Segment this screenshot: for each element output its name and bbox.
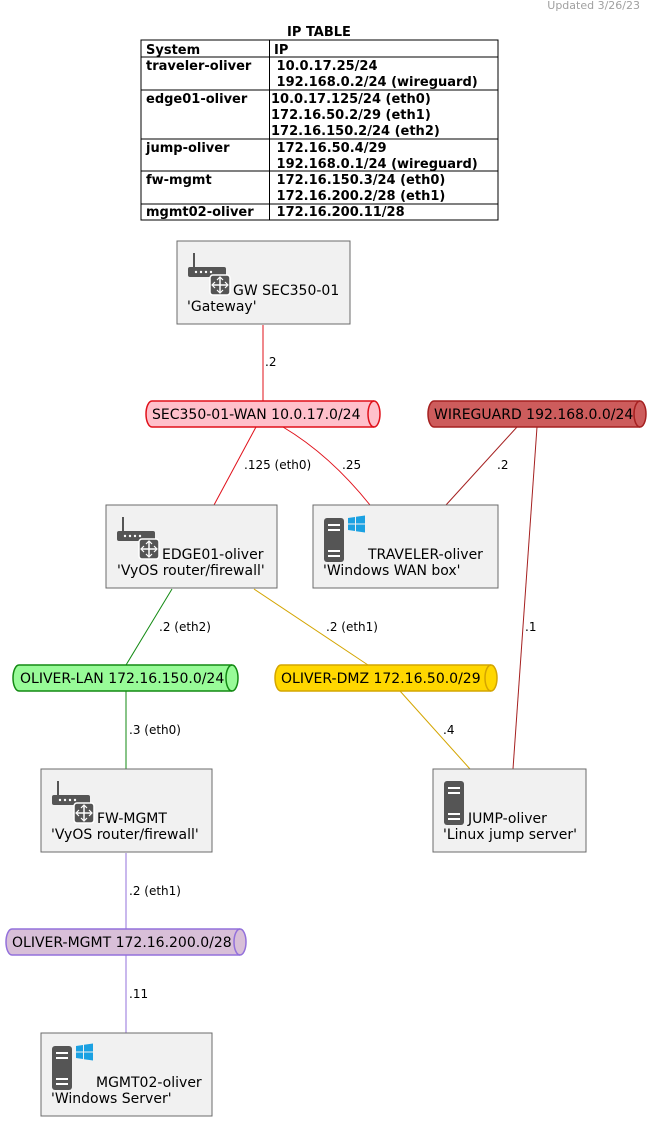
node-name: GW SEC350-01 [233,283,339,299]
edge-jump-dmz [399,690,471,770]
ip-table-cell: jump-oliver [145,141,230,156]
network-label: WIREGUARD 192.168.0.0/24 [434,407,633,423]
ip-table-title: IP TABLE [287,25,351,40]
edge-label: .1 [525,620,536,634]
edge-label: .125 (eth0) [244,458,311,472]
edge-label: .2 (eth2) [159,620,211,634]
ip-table-cell: 172.16.200.11/28 [272,205,405,220]
updated-date: Updated 3/26/23 [547,0,640,12]
network-wireguard: WIREGUARD 192.168.0.0/24 [427,400,647,428]
edge-label: .11 [129,987,148,1001]
node-name: JUMP-oliver [467,811,547,827]
ip-table-cell: 172.16.200.2/28 (eth1) [272,189,445,204]
node-desc: 'Gateway' [187,299,257,315]
network-label: SEC350-01-WAN 10.0.17.0/24 [152,407,361,423]
node-traveler[interactable]: TRAVELER-oliver 'Windows WAN box' [312,504,499,589]
ip-table-cell: edge01-oliver [146,92,248,107]
ip-table-cell: 172.16.150.2/24 (eth2) [271,124,440,139]
network-label: OLIVER-LAN 172.16.150.0/24 [20,671,224,687]
ip-table-cell: 192.168.0.1/24 (wireguard) [272,157,478,172]
node-name: TRAVELER-oliver [367,547,483,563]
ip-table-cell: 10.0.17.25/24 [272,59,378,74]
ip-table-cell: fw-mgmt [146,173,212,188]
node-desc: 'VyOS router/firewall' [117,563,265,579]
ip-table-cell: 192.168.0.2/24 (wireguard) [272,75,478,90]
server-icon [52,1046,72,1090]
network-label: OLIVER-DMZ 172.16.50.0/29 [281,671,481,687]
ip-table-cell: 172.16.150.3/24 (eth0) [272,173,445,188]
edge-edge01-dmz [253,588,369,666]
edge-traveler-wg [445,426,518,506]
edge-edge01-wan [213,426,257,506]
node-name: EDGE01-oliver [162,547,264,563]
edge-jump-wg [512,426,538,770]
ip-table-cell: traveler-oliver [146,59,252,74]
ip-table-cell: 10.0.17.125/24 (eth0) [271,92,431,107]
node-name: MGMT02-oliver [96,1075,202,1091]
ip-table-cell: 172.16.50.4/29 [272,141,387,156]
network-wan: SEC350-01-WAN 10.0.17.0/24 [145,400,381,428]
ip-table: IP TABLE System IP traveler-oliver 10.0.… [140,25,499,221]
network-label: OLIVER-MGMT 172.16.200.0/28 [12,935,232,951]
edge-labels: .2 .125 (eth0) .25 .2 .2 (eth2) .2 (eth1… [129,355,536,1001]
node-desc: 'Windows WAN box' [323,563,461,579]
edge-traveler-wan [282,426,371,506]
ip-table-cell: 172.16.50.2/29 (eth1) [271,108,431,123]
ip-table-header-system: System [146,43,200,58]
server-icon [444,781,464,825]
edge-label: .3 (eth0) [129,723,181,737]
node-gateway[interactable]: GW SEC350-01 'Gateway' [176,240,351,325]
node-mgmt02[interactable]: MGMT02-oliver 'Windows Server' [40,1032,213,1117]
node-desc: 'Windows Server' [51,1091,172,1107]
edge-label: .4 [443,723,454,737]
server-icon [324,518,344,562]
network-mgmt: OLIVER-MGMT 172.16.200.0/28 [5,928,247,956]
ip-table-cell: mgmt02-oliver [146,205,254,220]
network-dmz: OLIVER-DMZ 172.16.50.0/29 [274,664,498,692]
node-desc: 'Linux jump server' [443,827,577,843]
edge-label: .2 (eth1) [326,620,378,634]
edges [125,325,538,1033]
edge-label: .2 [497,458,508,472]
edge-label: .2 (eth1) [129,884,181,898]
node-desc: 'VyOS router/firewall' [51,827,199,843]
node-jump[interactable]: JUMP-oliver 'Linux jump server' [432,768,587,853]
network-lan: OLIVER-LAN 172.16.150.0/24 [12,664,239,692]
ip-table-header-ip: IP [274,43,288,58]
edge-edge01-lan [125,588,173,666]
edge-label: .25 [342,458,361,472]
edge-label: .2 [265,355,276,369]
node-fw-mgmt[interactable]: FW-MGMT 'VyOS router/firewall' [40,768,213,853]
node-name: FW-MGMT [97,811,167,827]
node-edge01[interactable]: EDGE01-oliver 'VyOS router/firewall' [105,504,278,589]
